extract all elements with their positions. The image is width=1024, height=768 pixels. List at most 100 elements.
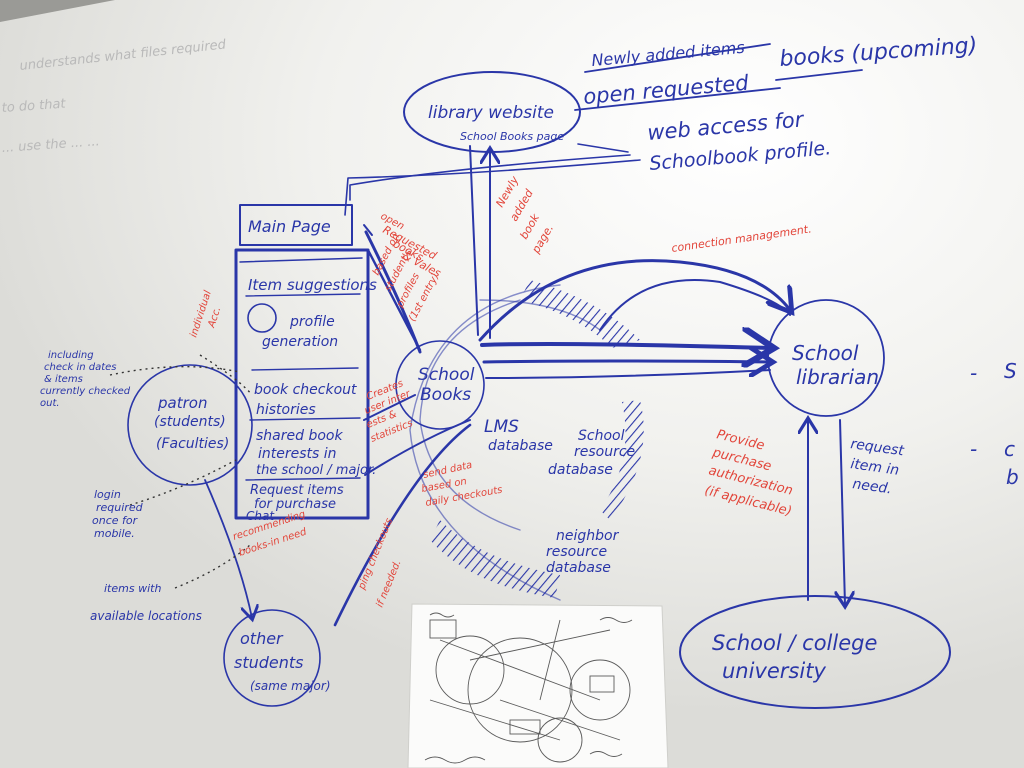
underline-newly — [584, 43, 771, 73]
panel-profile-2: generation — [262, 334, 338, 350]
panel-checkout-2: histories — [256, 402, 316, 418]
arrow-hub-to-librarian-2 — [482, 361, 770, 362]
note-including-4: currently checked — [40, 386, 131, 397]
other-students-3: (same major) — [250, 679, 331, 693]
arrow-librarian-to-university — [840, 419, 845, 605]
lms-ring-arc — [419, 299, 521, 531]
ghost-line-3: ... use the ... ... — [1, 134, 100, 156]
school-books-label-2: Books — [420, 385, 471, 405]
pointer-web-access — [577, 143, 629, 153]
other-students-1: other — [240, 629, 284, 648]
note-including-3: & items — [44, 374, 83, 385]
note-request-3: need. — [851, 476, 892, 497]
panel-rule-2 — [251, 367, 359, 371]
dotted-items — [174, 544, 251, 589]
university-label-1: School / college — [712, 631, 877, 655]
hatch-upper — [520, 280, 640, 348]
school-resource-3: database — [548, 462, 613, 478]
line-hub-to-shared — [364, 419, 471, 476]
neighbor-resource-2: resource — [546, 544, 607, 560]
school-books-label-1: School — [418, 365, 475, 385]
board-frame — [0, 0, 115, 22]
panel-checkout-1: book checkout — [254, 382, 357, 398]
paper-circle-4 — [537, 717, 583, 763]
arc-mid-to-librarian — [599, 279, 791, 331]
school-resource-1: School — [578, 428, 625, 444]
note-items-2: available locations — [90, 609, 202, 623]
note-login-1: login — [94, 488, 121, 501]
neighbor-resource-3: database — [546, 560, 611, 576]
panel-shared-2: interests in — [258, 446, 337, 462]
line-hub-to-other-students — [333, 423, 472, 627]
paper-circle-2 — [467, 637, 573, 743]
patron-circle — [127, 364, 253, 486]
panel-request-3: Chat — [246, 509, 275, 523]
right-dash-2: - — [970, 437, 977, 461]
blue-side-notes: including check in dates & items current… — [40, 350, 905, 623]
main-page-box — [239, 204, 353, 246]
arrow-panel-to-hub — [366, 248, 422, 352]
school-librarian-2: librarian — [796, 365, 879, 389]
note-including-1: including — [48, 350, 94, 361]
right-letter-b: b — [1006, 465, 1019, 489]
right-edge-writing: - S - c b — [970, 359, 1019, 489]
note-items-1: items with — [104, 582, 161, 595]
patron-label-3: (Faculties) — [156, 436, 229, 452]
underline-books — [775, 69, 863, 81]
paper-squiggles — [424, 612, 633, 764]
paper-circle-3 — [569, 659, 631, 721]
panel-shared-1: shared book — [256, 428, 343, 444]
right-letter-c: c — [1004, 437, 1015, 461]
university-ellipse — [679, 595, 951, 709]
paper-scribbles — [424, 612, 633, 764]
panel-rule-4 — [245, 477, 361, 481]
panel-rule-3 — [249, 417, 361, 421]
dotted-individual — [199, 354, 253, 396]
paper-box-2 — [589, 675, 615, 693]
library-to-hub-line — [469, 145, 479, 336]
arrow-patron-to-other — [204, 479, 252, 618]
university-label-2: university — [722, 659, 826, 683]
ghost-line-2: to do that — [1, 97, 67, 116]
paper-box-1 — [429, 619, 457, 639]
note-login-3: once for — [92, 514, 139, 527]
panel-request-2: for purchase — [254, 497, 336, 512]
patron-label-1: patron — [157, 394, 207, 412]
taped-paper-sketch — [407, 603, 669, 768]
note-request-1: request — [849, 436, 905, 459]
paper-lines — [429, 619, 621, 741]
paper-box-3 — [509, 719, 541, 735]
right-letter-s: S — [1004, 359, 1017, 383]
note-request-2: item in — [849, 456, 900, 479]
panel-top-rule — [239, 257, 363, 263]
library-website-sub: School Books page — [460, 130, 564, 143]
panel-profile-1: profile — [289, 314, 335, 330]
patron-label-2: (students) — [154, 414, 226, 430]
note-including-2: check in dates — [44, 362, 117, 373]
other-students-circle — [223, 609, 321, 707]
panel-request-1: Request items — [250, 483, 344, 498]
right-dash-1: - — [970, 361, 977, 385]
panel-item-suggestions: Item suggestions — [248, 276, 377, 294]
school-resource-2: resource — [574, 444, 635, 460]
school-librarian-circle — [767, 299, 885, 417]
lms-label-2: database — [488, 438, 553, 454]
note-login-2: required — [96, 501, 144, 514]
library-website-title: library website — [428, 103, 554, 123]
panel-rule-1 — [245, 293, 361, 297]
panel-shared-3: the school / major. — [256, 463, 376, 478]
hatch-lower — [430, 520, 560, 598]
lms-label-1: LMS — [484, 417, 519, 437]
neighbor-resource-1: neighbor — [556, 528, 620, 544]
arrow-head-main — [363, 224, 373, 236]
school-librarian-1: School — [792, 341, 859, 365]
arrow-hub-to-librarian-1 — [480, 344, 770, 348]
profile-avatar-circle — [247, 303, 277, 333]
arrow-hub-to-librarian-3 — [485, 369, 771, 379]
hatch-right — [600, 400, 644, 520]
arc-top-to-librarian — [478, 259, 790, 342]
line-panel-to-hub — [363, 394, 416, 421]
dotted-login — [129, 459, 237, 506]
note-login-4: mobile. — [94, 527, 135, 540]
